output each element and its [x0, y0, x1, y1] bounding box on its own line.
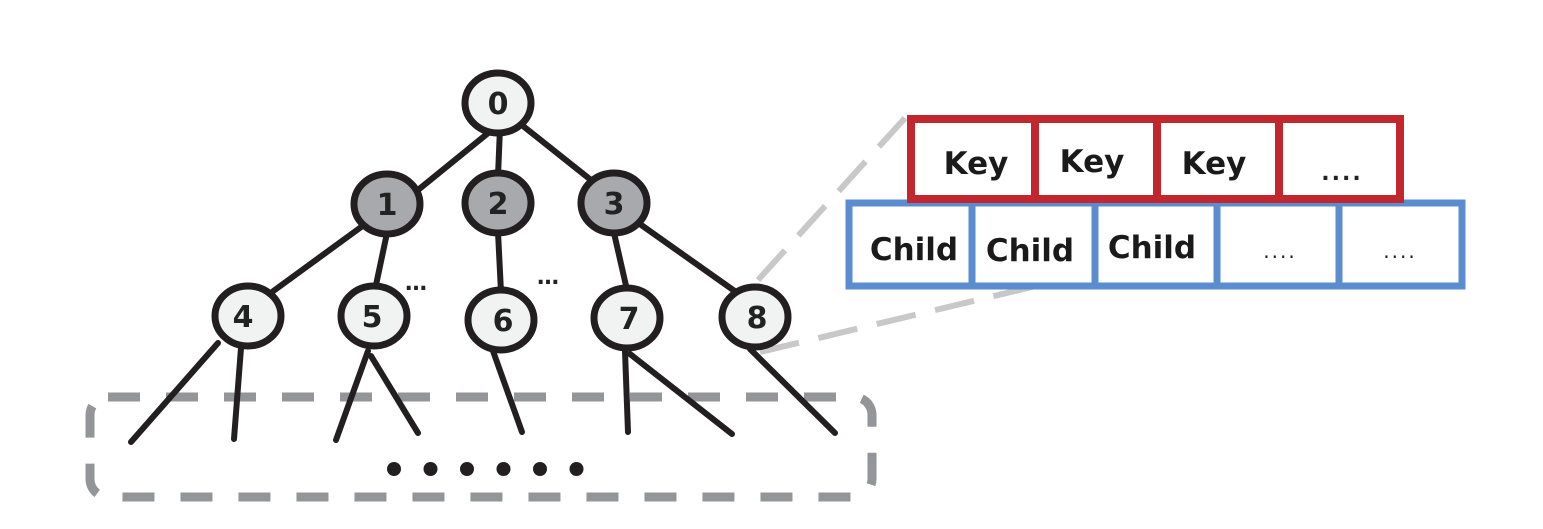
node-0: 0 — [461, 69, 535, 137]
child-cell-4: .... — [1263, 239, 1296, 263]
leaf-edge-4a — [128, 340, 221, 445]
node-3-label: 3 — [604, 187, 625, 222]
child-row: Child Child Child .... .... — [845, 199, 1466, 290]
node-4: 4 — [211, 282, 285, 350]
edge-2-6 — [495, 229, 504, 295]
leaf-edge-7a — [622, 348, 631, 435]
callout-line-bottom — [759, 282, 1041, 355]
leaf-edge-5a — [333, 348, 371, 443]
node-7-circle — [590, 284, 664, 352]
edge-3-7 — [611, 230, 630, 293]
node-2-circle — [461, 169, 535, 237]
node-0-circle — [461, 69, 535, 137]
node-6: 6 — [464, 286, 538, 354]
bottom-dot — [496, 462, 511, 476]
edge-1-4 — [269, 219, 371, 295]
tree-edges — [128, 119, 838, 445]
child-cell-3: Child — [1108, 230, 1196, 266]
node-0-label: 0 — [488, 87, 509, 122]
key-row: Key Key Key .... — [907, 115, 1404, 203]
node-8-label: 8 — [747, 301, 768, 336]
bottom-dot — [460, 462, 474, 476]
edge-0-1 — [415, 122, 501, 193]
node-7-label: 7 — [619, 302, 640, 337]
leaf-edge-5b — [368, 353, 421, 436]
node-7: 7 — [590, 284, 664, 352]
bottom-dot — [387, 462, 401, 476]
child-row-frame — [845, 199, 1466, 290]
key-cell-2: Key — [1060, 144, 1125, 180]
node-5: 5 — [337, 282, 411, 350]
edge-0-3 — [515, 119, 599, 187]
edge-3-8 — [634, 219, 739, 295]
node-1-label: 1 — [377, 188, 398, 223]
key-cell-1: Key — [944, 146, 1009, 182]
node-5-label: 5 — [362, 300, 383, 335]
bottom-dot — [533, 462, 547, 476]
node-4-circle — [211, 282, 285, 350]
key-cell-4: .... — [1321, 161, 1362, 186]
node-1: 1 — [350, 170, 424, 238]
leaf-edge-6 — [490, 348, 525, 435]
node-4-label: 4 — [233, 300, 254, 335]
node-2-label: 2 — [488, 187, 509, 222]
node-5-circle — [337, 282, 411, 350]
lower-levels-region — [85, 392, 877, 502]
node-3-circle — [577, 169, 651, 237]
node-8-circle — [718, 283, 792, 351]
node-6-circle — [464, 286, 538, 354]
node-8: 8 — [718, 283, 792, 351]
key-cell-3: Key — [1182, 146, 1247, 182]
node-2: 2 — [461, 169, 535, 237]
callout-line-top — [755, 115, 908, 283]
leaf-edge-7b — [627, 351, 735, 437]
child-cell-1: Child — [870, 232, 958, 268]
bottom-dot — [423, 462, 438, 476]
child-cell-5: .... — [1383, 239, 1416, 263]
edge-1-5 — [373, 230, 390, 288]
node-3: 3 — [577, 169, 651, 237]
child-cell-2: Child — [986, 233, 1074, 269]
gap-mark-2: … — [537, 265, 561, 290]
bottom-dot — [569, 462, 584, 476]
leaf-edge-4b — [231, 345, 244, 442]
gap-mark-1: … — [405, 271, 429, 296]
node-1-circle — [350, 170, 424, 238]
bottom-dots — [387, 462, 584, 476]
node-6-label: 6 — [493, 304, 514, 339]
leaf-edge-8 — [747, 346, 838, 436]
